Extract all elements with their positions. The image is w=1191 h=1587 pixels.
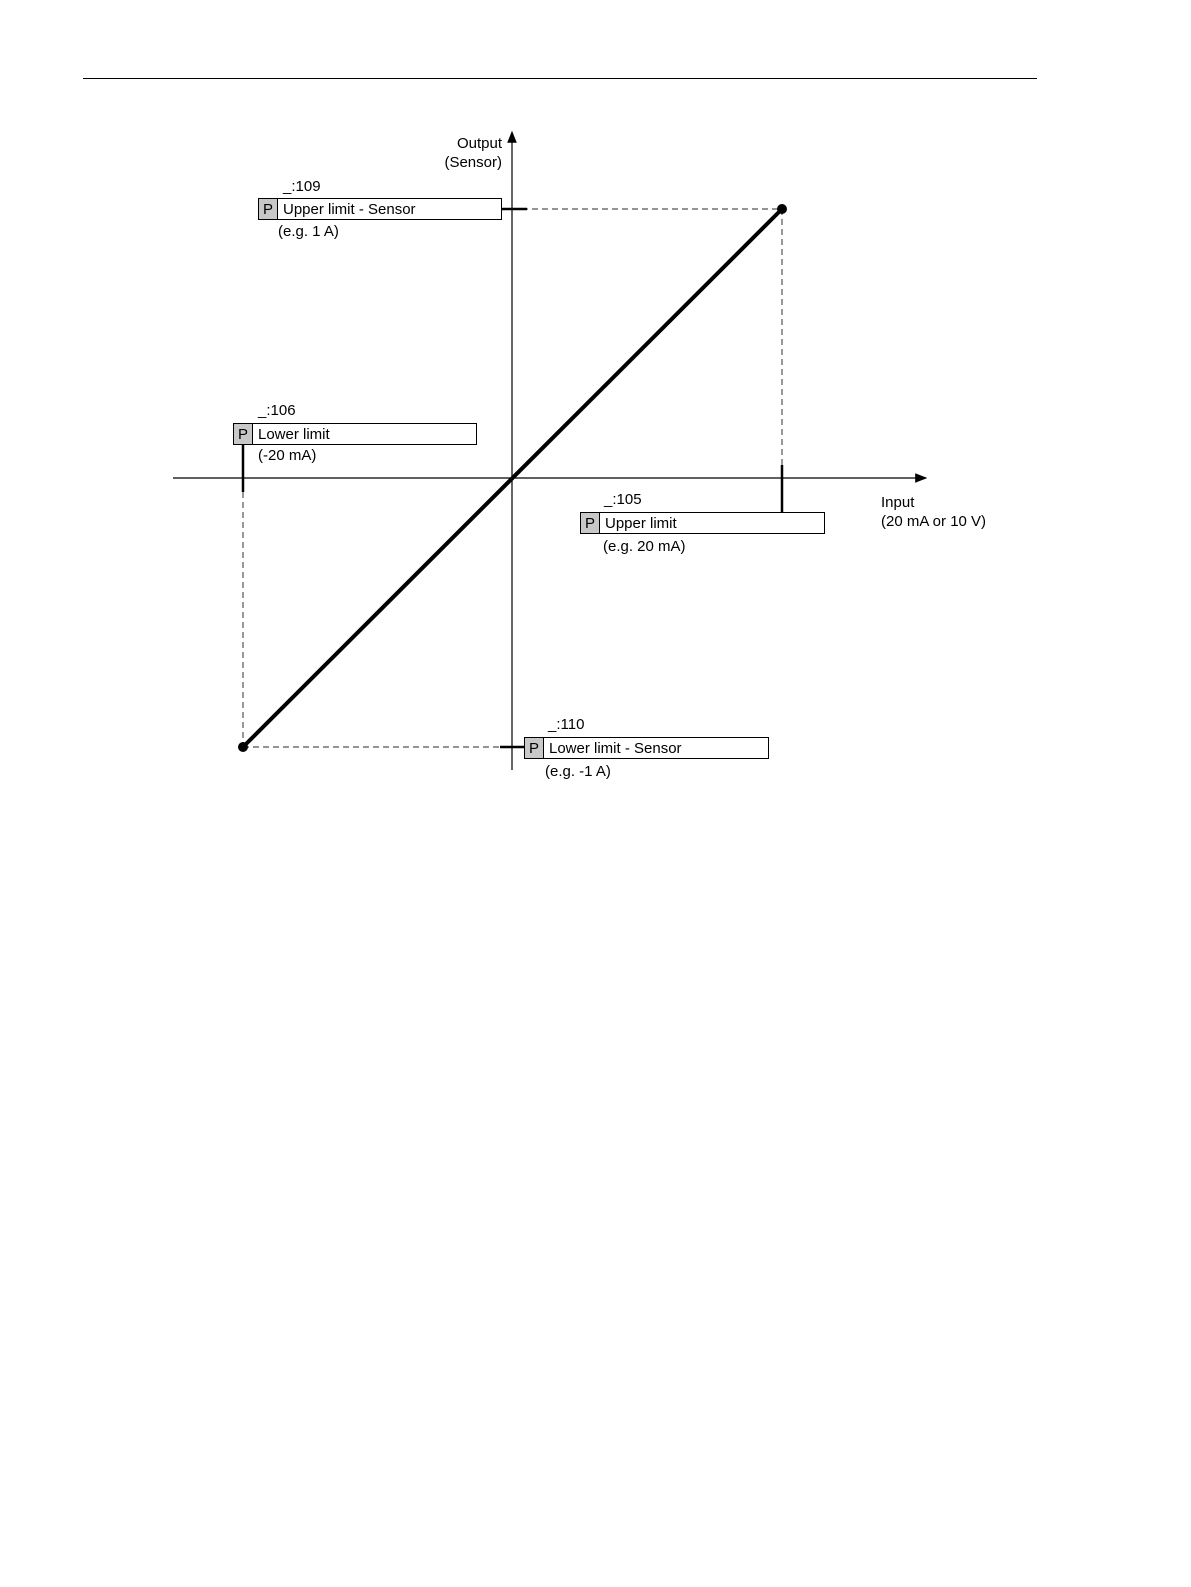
- param-109-badge: P: [259, 199, 278, 219]
- param-110-box: P Lower limit - Sensor: [524, 737, 769, 759]
- param-106-box: P Lower limit: [233, 423, 477, 445]
- param-105-box: P Upper limit: [580, 512, 825, 534]
- param-110-example: (e.g. -1 A): [545, 762, 611, 781]
- param-106-code: _:106: [258, 401, 296, 420]
- lower-end-point: [238, 742, 248, 752]
- y-axis-label: Output (Sensor): [430, 134, 502, 172]
- y-axis-label-line1: Output: [430, 134, 502, 153]
- param-110-badge: P: [525, 738, 544, 758]
- param-106-name: Lower limit: [253, 424, 330, 444]
- y-axis-label-line2: (Sensor): [430, 153, 502, 172]
- param-106-example: (-20 mA): [258, 446, 316, 465]
- x-axis-label: Input (20 mA or 10 V): [881, 493, 986, 531]
- upper-end-point: [777, 204, 787, 214]
- param-106-badge: P: [234, 424, 253, 444]
- param-105-name: Upper limit: [600, 513, 677, 533]
- param-105-example: (e.g. 20 mA): [603, 537, 686, 556]
- x-axis-label-line1: Input: [881, 493, 986, 512]
- param-110-name: Lower limit - Sensor: [544, 738, 682, 758]
- param-109-box: P Upper limit - Sensor: [258, 198, 502, 220]
- x-axis-label-line2: (20 mA or 10 V): [881, 512, 986, 531]
- param-105-code: _:105: [604, 490, 642, 509]
- param-109-code: _:109: [283, 177, 321, 196]
- param-109-example: (e.g. 1 A): [278, 222, 339, 241]
- param-105-badge: P: [581, 513, 600, 533]
- param-109-name: Upper limit - Sensor: [278, 199, 416, 219]
- param-110-code: _:110: [548, 715, 584, 734]
